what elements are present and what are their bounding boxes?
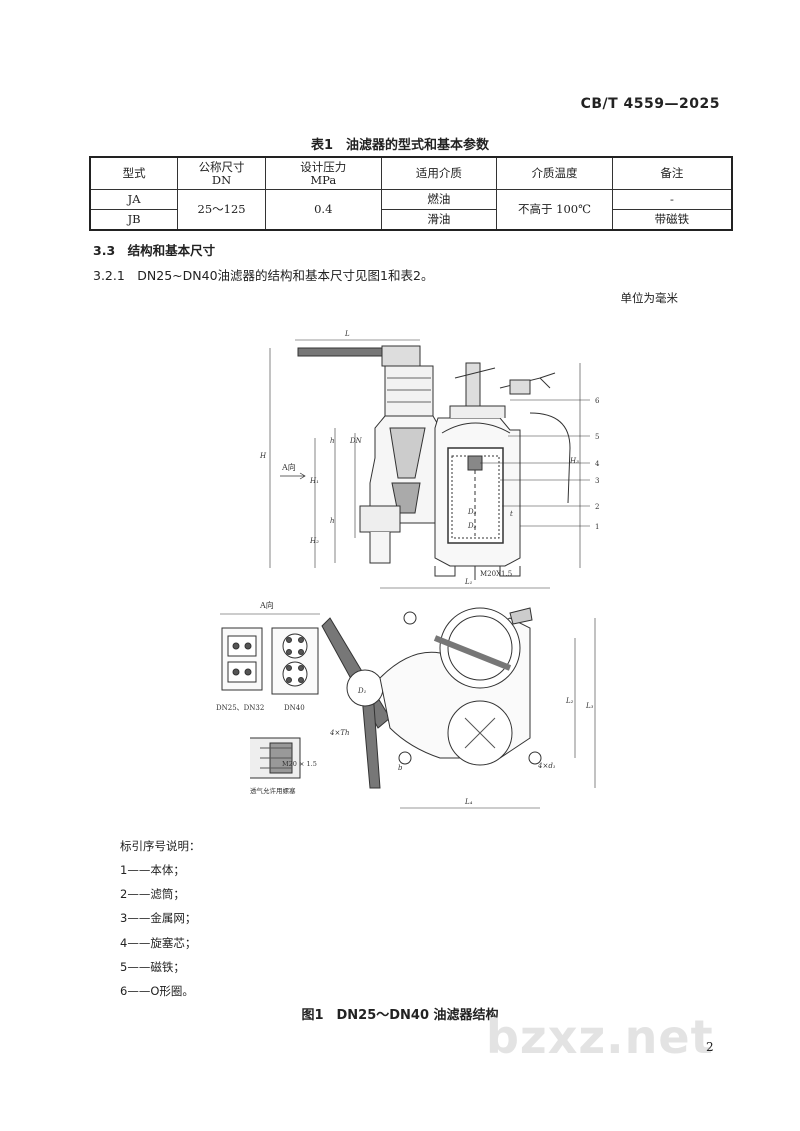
cell-dn: 25～125 (177, 189, 266, 231)
part-number: 5 (595, 433, 599, 441)
cell-note: - (611, 189, 733, 210)
part-number: 6 (595, 397, 600, 405)
view-label: A向 (281, 462, 296, 472)
legend-item: 6——O形圈。 (120, 984, 194, 998)
dim-label: L₂ (565, 697, 574, 705)
table-title: 表1 油滤器的型式和基本参数 (310, 138, 490, 153)
dim-label: 4×Th (329, 729, 350, 737)
legend-item: 5——磁铁； (120, 960, 185, 974)
dim-label: L₁ (464, 578, 473, 586)
col-header-temp: 介质温度 (496, 156, 613, 190)
dim-label: h (330, 437, 335, 445)
section-heading: 3.3 结构和基本尺寸 (93, 243, 216, 258)
table-header-row: 型式 公称尺寸 DN 设计压力 MPa 适用介质 介质温度 备注 (89, 156, 733, 190)
table-row: JB 滑油 带磁铁 (89, 209, 733, 231)
dim-label: L₄ (464, 798, 473, 806)
clause-text: 3.2.1 DN25~DN40油滤器的结构和基本尺寸见图1和表2。 (93, 268, 434, 283)
table-row: JA 25～125 0.4 燃油 不高于 100℃ - (89, 189, 733, 231)
dim-label: D₃ (467, 508, 477, 516)
dim-label: D₂ (467, 522, 477, 530)
cell-medium: 滑油 (380, 209, 498, 231)
part-number: 2 (595, 503, 599, 511)
col-header-dn: 公称尺寸 DN (177, 156, 266, 190)
dim-label: H (259, 452, 267, 460)
legend-item: 3——金属网； (120, 911, 197, 925)
dim-label: L (344, 330, 350, 338)
col-header-medium: 适用介质 (380, 156, 498, 190)
thread-label: M20X1.5 (480, 570, 512, 578)
handle-hub (381, 345, 421, 367)
plug-core (389, 427, 426, 479)
dim-label: H₃ (569, 457, 579, 465)
metal-mesh (451, 455, 500, 539)
part-number: 1 (595, 523, 599, 531)
dim-label: h (330, 517, 335, 525)
dim-label: DN (349, 437, 363, 445)
dim-label: H₂ (309, 537, 319, 545)
view-label: A向 (259, 600, 274, 610)
standard-number: CB/T 4559—2025 (580, 96, 720, 112)
flange-view-dn40 (271, 627, 319, 695)
dim-label: b (398, 764, 403, 772)
part-number: 4 (595, 460, 600, 468)
cell-type: JA (89, 189, 179, 210)
cell-medium: 燃油 (380, 189, 498, 210)
handle-lever (297, 347, 391, 357)
magnet (467, 455, 483, 471)
cell-pressure: 0.4 (264, 189, 382, 231)
watermark: bzxz.net (486, 1010, 714, 1064)
vent-caption: 透气允许用螺塞 (250, 786, 296, 795)
dim-label: t (510, 510, 513, 518)
filter-structure-drawing: L H H₁ H₂ h h DN H₃ D₃ D₂ t A向 M20X1.5 6… (216, 330, 600, 809)
legend-item: 2——滤筒； (120, 887, 185, 901)
stem-housing (384, 365, 434, 417)
cell-temp: 不高于 100℃ (496, 189, 613, 231)
figure-title: 图1 DN25～DN40 油滤器结构 (301, 1008, 499, 1023)
col-header-type: 型式 (89, 156, 179, 190)
page-number: 2 (706, 1040, 714, 1054)
dim-label: D₁ (357, 687, 367, 695)
cell-type: JB (89, 209, 179, 231)
col-header-note: 备注 (611, 156, 733, 190)
col-header-pressure: 设计压力 MPa (264, 156, 382, 190)
flange-view-dn25-dn32 (221, 627, 263, 691)
view-caption: DN40 (284, 704, 305, 712)
cell-note: 带磁铁 (611, 209, 733, 231)
thread-label: M20 × 1.5 (282, 760, 317, 768)
dim-label: H₁ (309, 477, 319, 485)
legend-item: 4——旋塞芯； (120, 936, 197, 950)
dim-label: L₃ (585, 702, 594, 710)
top-view (321, 607, 542, 789)
legend-item: 1——本体； (120, 863, 185, 877)
view-caption: DN25、DN32 (216, 704, 264, 712)
part-number: 3 (595, 477, 599, 485)
unit-note: 单位为毫米 (620, 291, 679, 305)
vent-plug-detail (250, 737, 301, 779)
parameter-table: 型式 公称尺寸 DN 设计压力 MPa 适用介质 介质温度 备注 JA 25～1… (89, 156, 733, 231)
inlet-port (359, 505, 401, 533)
cover-bolt (465, 362, 481, 407)
dim-label: 4×d₁ (537, 762, 556, 770)
legend-title: 标引序号说明： (120, 839, 201, 853)
